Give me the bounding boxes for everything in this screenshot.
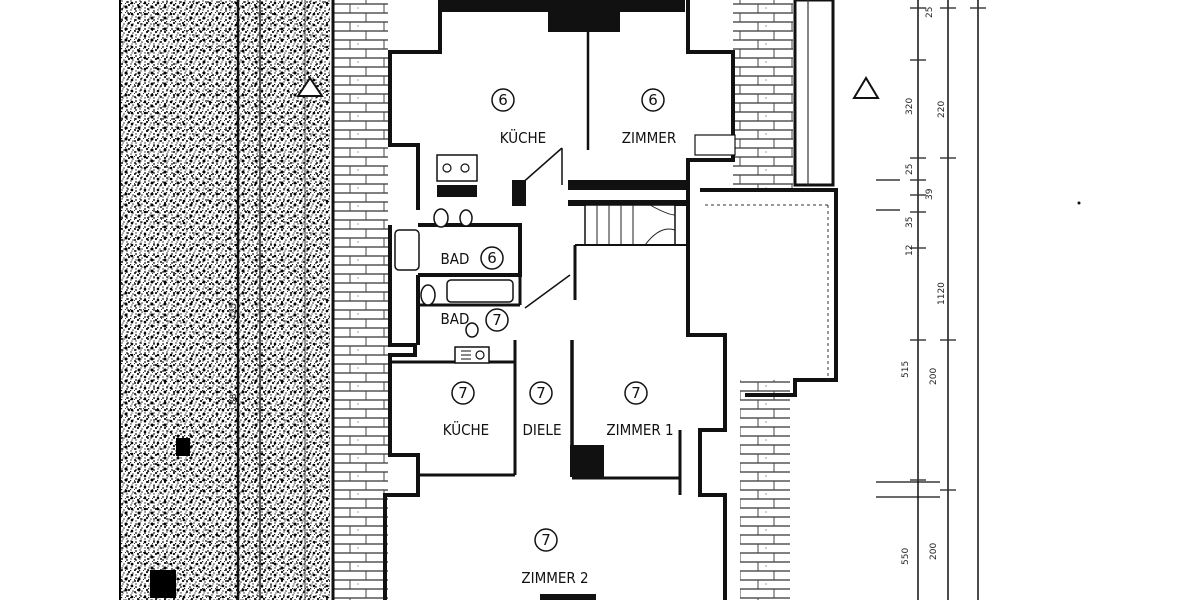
dimension-label: 320 (905, 98, 915, 115)
dimension-label: 88 (229, 393, 239, 405)
dimension-label: 220 (937, 101, 947, 118)
room-zimmer-2: 7 ZIMMER 2 (521, 528, 589, 587)
room-diele-7: 7 DIELE (523, 381, 562, 439)
room-label: BAD (441, 310, 470, 328)
dimension-chain: 25 320 220 25 39 35 12 1120 515 200 550 … (229, 0, 986, 600)
dimension-label: 39 (925, 188, 935, 200)
dimension-label: 425 (229, 303, 239, 320)
room-kitchen-7: 7 KÜCHE (443, 381, 489, 439)
room-number: 6 (498, 91, 508, 109)
room-number: 7 (536, 384, 546, 402)
scan-speck (1077, 201, 1081, 205)
room-bath-7: BAD 7 (441, 308, 509, 332)
room-number: 7 (631, 384, 641, 402)
room-label: ZIMMER (622, 129, 676, 147)
room-bath-6: BAD 6 (441, 246, 504, 270)
room-zimmer-6: 6 ZIMMER (622, 88, 676, 147)
room-label: DIELE (523, 421, 562, 439)
outer-wall-left (331, 0, 388, 600)
room-label: ZIMMER 1 (606, 421, 673, 439)
dimension-label: 12 (905, 245, 915, 256)
room-label: BAD (441, 250, 470, 268)
dimension-label: 35 (905, 217, 915, 228)
room-zimmer-1: 7 ZIMMER 1 (606, 381, 674, 439)
triangle-marker-left (296, 76, 324, 97)
facade-column (793, 0, 880, 187)
room-number: 7 (492, 311, 502, 329)
dimension-label: 200 (929, 543, 939, 560)
room-number: 6 (487, 249, 497, 267)
room-label: ZIMMER 2 (521, 569, 588, 587)
scan-noise-band (119, 0, 330, 600)
apartment-walls (383, 0, 735, 600)
outer-wall-right (733, 0, 793, 600)
room-label: KÜCHE (443, 420, 489, 439)
room-number: 6 (648, 91, 658, 109)
dimension-label: 515 (901, 361, 911, 378)
room-number: 7 (458, 384, 468, 402)
room-kitchen-6: 6 KÜCHE (491, 88, 546, 147)
room-label: KÜCHE (500, 128, 546, 147)
dimension-label: 25 (905, 164, 915, 175)
balcony (700, 188, 838, 397)
staircase (584, 204, 676, 246)
dimension-label: 25 (925, 7, 935, 18)
room-number: 7 (541, 531, 551, 549)
dimension-label: 200 (929, 368, 939, 385)
dimension-label: 550 (901, 548, 911, 565)
fixtures (394, 134, 736, 364)
dimension-label: 1120 (937, 282, 947, 305)
